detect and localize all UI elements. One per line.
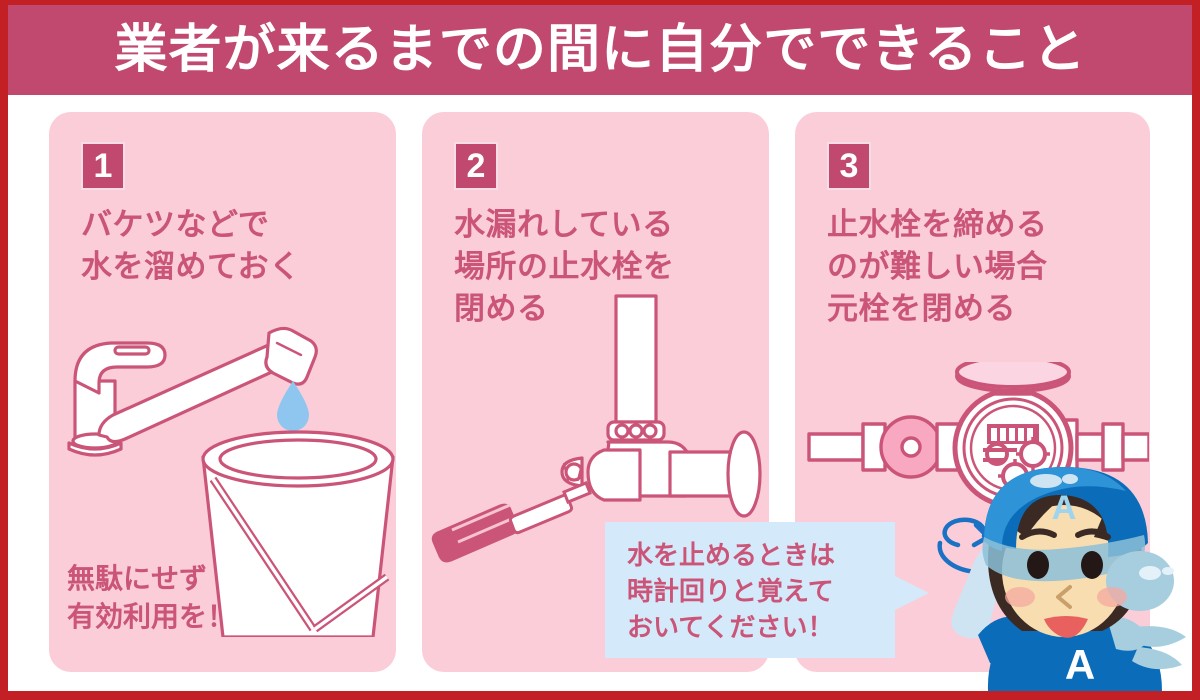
header-bar: 業者が来るまでの間に自分でできること (8, 5, 1192, 95)
neck-scarf (1106, 615, 1186, 670)
speech-bubble-tail (893, 575, 929, 611)
eye-left (1027, 551, 1049, 579)
cheek-left (1005, 587, 1035, 607)
step-heading-2: 水漏れしている 場所の止水栓を 閉める (454, 207, 675, 326)
cap: A (982, 467, 1148, 582)
step-panel-1: 1 バケツなどで 水を溜めておく (49, 112, 396, 672)
uniform-letter: A (1065, 641, 1095, 688)
step-number-badge-1: 1 (81, 142, 125, 190)
screwdriver-icon (431, 481, 592, 563)
eyebrow-left (1019, 528, 1057, 540)
faucet-bucket-illustration (67, 326, 395, 637)
eye-right (1081, 551, 1103, 579)
stop-valve-illustration (431, 294, 762, 563)
speech-bubble: 水を止めるときは 時計回りと覚えて おいてください！ (605, 522, 895, 658)
nose (1056, 585, 1072, 609)
cap-letter: A (1052, 489, 1077, 527)
step-number-badge-2: 2 (454, 142, 498, 190)
step-heading-1: バケツなどで 水を溜めておく (81, 207, 301, 284)
speech-bubble-text: 水を止めるときは 時計回りと覚えて おいてください！ (627, 540, 836, 642)
cheek-right (1097, 587, 1127, 607)
step-footnote-1: 無駄にせず 有効利用を！ (67, 563, 236, 633)
mouth (1044, 616, 1088, 638)
eyebrow-right (1075, 528, 1111, 540)
mascot-character: A A (928, 455, 1200, 691)
step-heading-3: 止水栓を締める のが難しい場合 元栓を閉める (827, 207, 1048, 326)
step-number-badge-3: 3 (827, 142, 871, 190)
page-title: 業者が来るまでの間に自分でできること (113, 21, 1087, 79)
